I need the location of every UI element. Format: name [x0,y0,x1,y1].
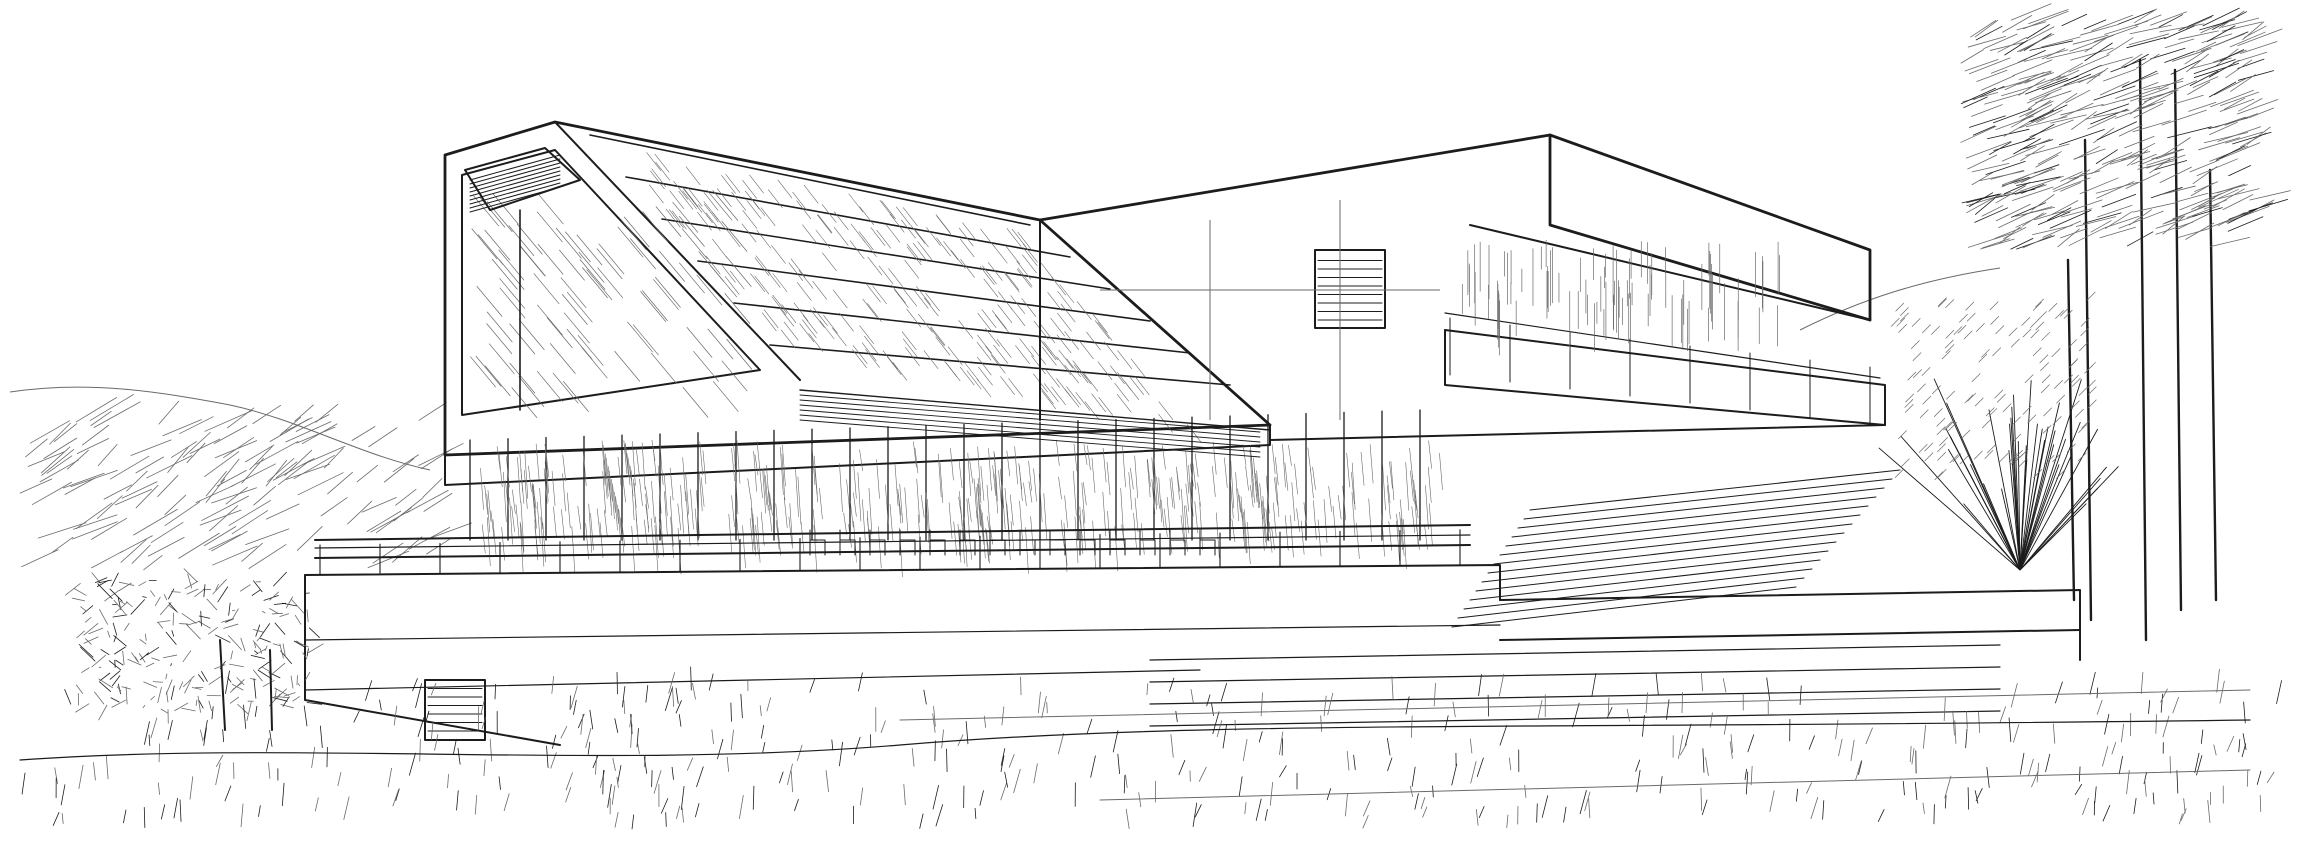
terrace-railing [319,529,1461,576]
roof-solar-panels [589,134,1231,443]
left-awning [469,154,561,213]
upper-glazing [1461,239,1780,356]
upper-left-volume [443,120,1272,486]
base-vent-louvers [427,688,483,732]
ground-grass [19,666,2282,830]
vent-louvers [1317,260,1383,321]
left-window-shading [470,189,753,418]
terrace-furniture [809,529,1216,556]
ground-floor-glazing [314,389,1471,578]
right-pine-trees [1960,3,2291,642]
base-vent [424,679,486,741]
upper-right-volume [1038,133,1886,441]
balcony-railing [1449,317,1871,425]
right-deciduous-tree [1878,291,2119,571]
vent-window [1314,249,1386,329]
stair-terraces [1149,469,2081,727]
background-hills [9,267,2001,571]
left-hill-hatching [19,394,473,571]
glass-curtain-wall [469,389,1443,578]
trees [64,3,2291,731]
left-bush [64,568,324,731]
